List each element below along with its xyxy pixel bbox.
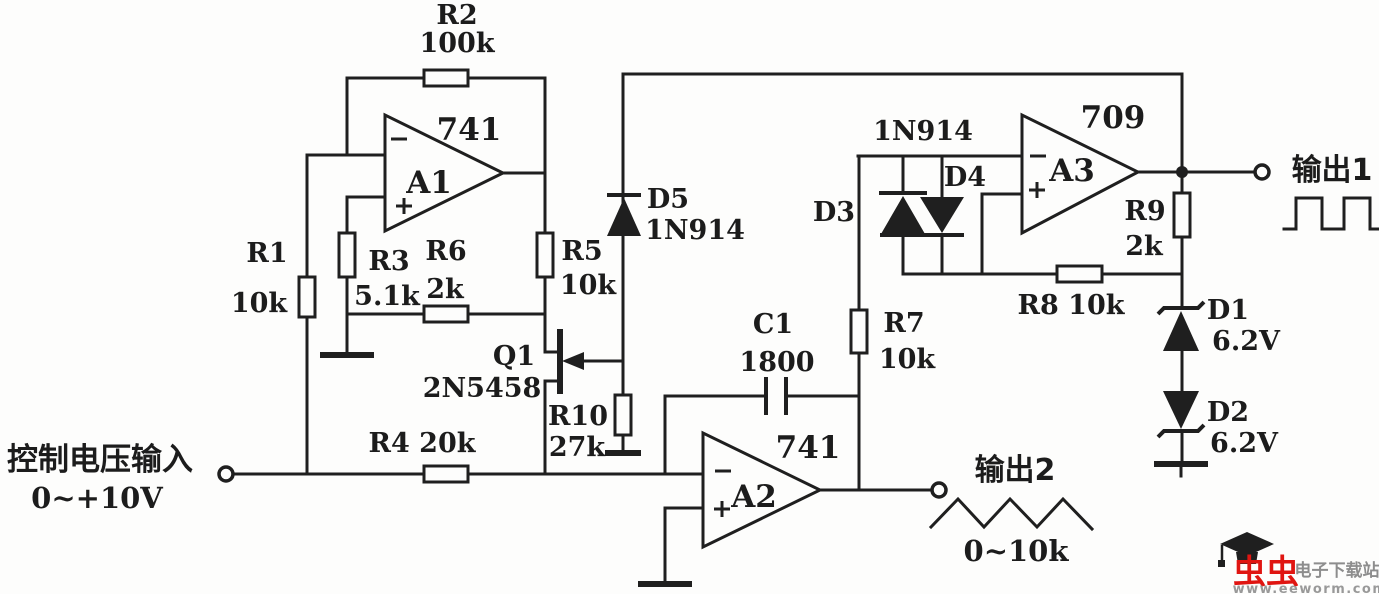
r9-ref-label: R9 [1124, 196, 1165, 227]
d3-ref-label: D3 [813, 197, 855, 228]
watermark-brand: 虫虫 [1233, 552, 1299, 591]
r5-resistor [535, 231, 555, 279]
d2-value-label: 6.2V [1210, 428, 1279, 459]
r8-label: R8 10k [1018, 290, 1126, 321]
r7-ref-label: R7 [883, 308, 924, 339]
d5-ref-label: D5 [647, 184, 689, 215]
r3-ref-label: R3 [368, 246, 409, 277]
r5-ref-label: R5 [561, 236, 602, 267]
a2-opamp-triangle [701, 430, 824, 550]
q1-ref-label: Q1 [493, 341, 535, 372]
c1-value-label: 1800 [739, 347, 814, 378]
r10-ref-label: R10 [548, 401, 608, 432]
q1-part-label: 2N5458 [423, 373, 542, 404]
graduation-cap-icon [1218, 532, 1274, 567]
d3-diode [879, 191, 927, 234]
a2-type-label: 741 [776, 430, 841, 466]
d3d4-part-label: 1N914 [873, 116, 973, 147]
input-range-label: 0~+10V [31, 481, 163, 515]
r3-resistor [337, 231, 357, 279]
a3-ref-label: A3 [1048, 153, 1095, 189]
a1-opamp-triangle [383, 112, 507, 234]
a1-type-label: 741 [437, 112, 502, 148]
r3-value-label: 5.1k [354, 281, 421, 312]
a3-type-label: 709 [1081, 100, 1146, 136]
a3-opamp-triangle [1020, 112, 1142, 236]
output1-terminal [1253, 163, 1271, 181]
d1-zener-diode [1156, 300, 1206, 351]
r2-value-label: 100k [419, 28, 495, 59]
c1-ref-label: C1 [753, 309, 793, 340]
junction-dot [1176, 166, 1188, 178]
d4-diode [880, 197, 964, 237]
r7-value-label: 10k [879, 344, 937, 375]
r2-ref-label: R2 [436, 0, 477, 31]
r9-value-label: 2k [1125, 231, 1164, 262]
triangle-wave-icon [928, 496, 1095, 532]
r6-value-label: 2k [426, 274, 465, 305]
d5-part-label: 1N914 [645, 215, 745, 246]
r4-resistor [422, 464, 470, 484]
d2-ref-label: D2 [1207, 397, 1249, 428]
output2-terminal [930, 481, 948, 499]
r7-resistor [849, 308, 869, 355]
d2-zener-diode [1156, 391, 1206, 439]
c1-capacitor [764, 377, 788, 415]
input-terminal [217, 465, 235, 483]
output2-label: 输出2 [975, 453, 1056, 488]
input-label: 控制电压输入 [7, 442, 193, 478]
watermark-logo: 虫虫 电子下载站 www.eeworm.com [1218, 532, 1379, 594]
r4-label: R4 20k [369, 428, 477, 459]
r9-resistor [1172, 191, 1192, 239]
r5-value-label: 10k [560, 270, 618, 301]
d4-ref-label: D4 [944, 162, 986, 193]
d5-diode [607, 193, 641, 236]
d1-value-label: 6.2V [1212, 326, 1281, 357]
a1-ref-label: A1 [405, 165, 452, 201]
r1-resistor [297, 275, 317, 319]
watermark-url: www.eeworm.com [1233, 582, 1379, 594]
a2-ref-label: A2 [730, 479, 777, 515]
q1-jfet [557, 329, 584, 394]
r6-resistor [422, 304, 470, 324]
r1-ref-label: R1 [246, 238, 287, 269]
r6-ref-label: R6 [425, 236, 466, 267]
output1-label: 输出1 [1292, 153, 1373, 188]
watermark-site-name: 电子下载站 [1295, 560, 1379, 581]
output2-range-label: 0~10k [964, 534, 1070, 568]
d1-ref-label: D1 [1207, 295, 1249, 326]
r2-resistor [422, 68, 470, 88]
r10-value-label: 27k [549, 432, 607, 463]
r10-resistor [613, 393, 633, 437]
r8-resistor [1055, 264, 1104, 284]
r1-value-label: 10k [231, 288, 289, 319]
square-wave-icon [1282, 196, 1379, 231]
